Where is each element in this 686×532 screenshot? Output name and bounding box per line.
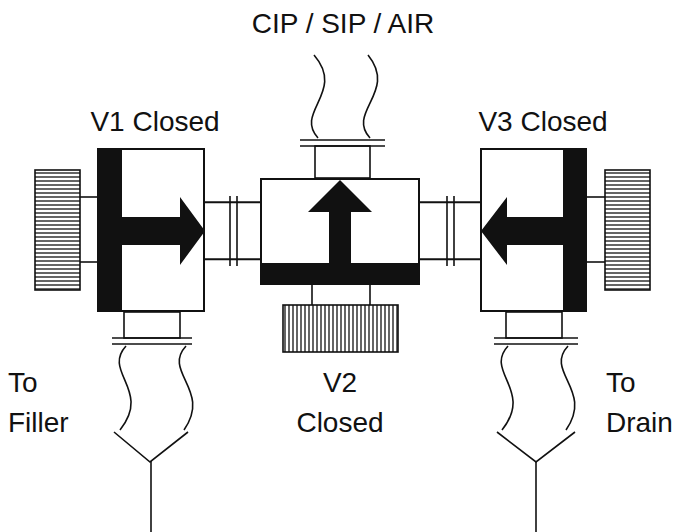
label-slot: To Filler: [8, 363, 93, 443]
pipe-bore: [420, 203, 480, 258]
flow-arrow: [308, 180, 372, 265]
label-slot: To Drain: [606, 363, 682, 443]
valve-body: V2 Closed: [260, 178, 420, 285]
valve-stem: [369, 285, 371, 305]
valve-plate: [565, 148, 587, 312]
pipe-bore: [205, 203, 260, 258]
outlet-neck: [315, 146, 370, 178]
pipe-label: CIP / SIP / AIR: [243, 4, 443, 44]
flange: [112, 337, 192, 339]
valve-label: V1 Closed: [55, 102, 255, 142]
label-slot: CIP / SIP / AIR: [243, 4, 443, 44]
pipe-connector: [205, 230, 260, 231]
valve-stem: [80, 261, 97, 263]
handwheel: [35, 170, 80, 290]
hose: [363, 55, 377, 138]
hose: [501, 346, 513, 430]
flange: [112, 343, 192, 345]
flange: [494, 343, 578, 345]
valve-body: V1 Closed: [120, 148, 205, 312]
flange: [236, 196, 238, 266]
outlet-neck: [124, 312, 180, 338]
pipe-label: To Filler: [8, 363, 93, 443]
valve-stem: [311, 285, 313, 305]
valve-stem: [587, 261, 605, 263]
flow-arrow: [481, 197, 567, 265]
valve-stem: [80, 196, 97, 198]
flange: [229, 196, 231, 266]
funnel: [114, 432, 188, 462]
valve-plate: [97, 148, 120, 312]
flow-arrow: [118, 197, 205, 265]
valve-stem: [587, 196, 605, 198]
flange: [494, 337, 578, 339]
outlet-neck: [506, 312, 562, 338]
pipe-wall: [205, 201, 260, 260]
flange: [446, 196, 448, 266]
handwheel: [605, 170, 650, 290]
hose: [179, 346, 193, 430]
drop-line: [150, 461, 152, 532]
pipe-connector: [420, 230, 480, 231]
valve-plate: [260, 263, 420, 285]
valve-label: V3 Closed: [443, 102, 643, 142]
handwheel: [283, 305, 398, 352]
funnel: [497, 432, 575, 462]
flange: [300, 145, 385, 147]
flange: [300, 139, 385, 141]
pipe-label: To Drain: [606, 363, 682, 443]
hose: [119, 346, 131, 430]
hose: [561, 346, 575, 430]
valve-label: V2 Closed: [285, 363, 395, 443]
hose: [311, 55, 324, 138]
valve-body: V3 Closed: [480, 148, 565, 312]
flange: [453, 196, 455, 266]
pipe-wall: [420, 201, 480, 260]
drop-line: [535, 461, 537, 532]
